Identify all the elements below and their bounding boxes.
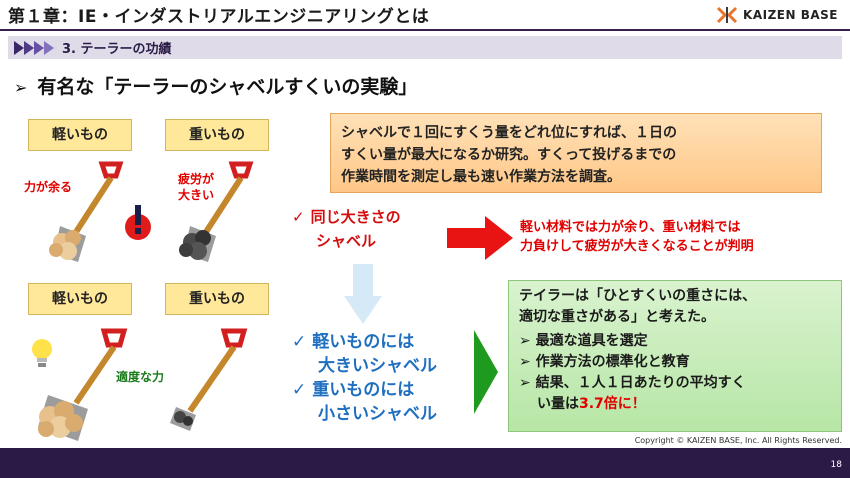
description-line-2: すくい量が最大になるか研究。すくって投げるまでの	[341, 147, 677, 163]
experiment-description: シャベルで１回にすくう量をどれ位にすれば、１日の すくい量が最大になるか研究。す…	[330, 113, 822, 193]
section-bar	[8, 36, 842, 59]
description-line-3: 作業時間を測定し最も速い作業方法を調査。	[341, 169, 621, 185]
finding-line2: 力負けして疲労が大きくなることが判明	[520, 239, 754, 254]
note-fatigue-line1: 疲労が	[178, 172, 215, 186]
light-item-line2: 大きいシャベル	[318, 356, 437, 376]
shovel-large-icon	[38, 328, 128, 441]
same-size-line2: シャベル	[316, 232, 377, 250]
section-title: 3. テーラーの功績	[62, 42, 172, 57]
tag-heavy-bottom: 重いもの	[165, 283, 269, 315]
kaizen-base-logo: KAIZEN BASE	[716, 6, 838, 24]
note-fatigue-line2: 大きい	[178, 188, 215, 202]
page-number: 18	[830, 460, 842, 470]
tag-light-top: 軽いもの	[28, 119, 132, 151]
shovel-small-icon	[170, 328, 248, 431]
warning-icon	[125, 205, 151, 240]
conclusion-bullet-3: ➢ 結果、１人１日あたりの平均すく	[519, 373, 831, 394]
down-arrow-icon	[344, 264, 382, 324]
description-line-1: シャベルで１回にすくう量をどれ位にすれば、１日の	[341, 125, 677, 141]
finding-line1: 軽い材料では力が余り、重い材料では	[520, 220, 741, 235]
size-by-weight-points: ✓軽いものには 大きいシャベル ✓重いものには 小さいシャベル	[292, 330, 437, 426]
result-prefix: 結果、１人１日あたりの平均すく	[535, 375, 746, 391]
main-heading-text: 有名な「テーラーのシャベルすくいの実験」	[37, 76, 418, 98]
copyright-notice: Copyright © KAIZEN BASE, Inc. All Rights…	[634, 436, 842, 445]
finding-text: 軽い材料では力が余り、重い材料では 力負けして疲労が大きくなることが判明	[520, 218, 754, 256]
result-line: い量は3.7倍に！	[519, 394, 831, 415]
bullet-arrow-icon: ➢	[14, 78, 28, 97]
checkmark-icon: ✓	[292, 208, 305, 226]
footer-bar	[0, 448, 850, 478]
bullet-arrow-icon: ➢	[519, 333, 536, 349]
bullet-2-text: 作業方法の標準化と教育	[535, 354, 690, 370]
heavy-item-line2: 小さいシャベル	[318, 404, 437, 424]
result-mid: い量は	[537, 396, 579, 412]
light-bulb-icon	[32, 339, 52, 367]
conclusion-line1: テイラーは「ひとすくいの重さには、	[519, 288, 757, 304]
chevron-arrows-icon	[14, 41, 54, 55]
conclusion-line2: 適切な重さがある」と考えた。	[519, 309, 715, 325]
conclusion-bullet-2: ➢ 作業方法の標準化と教育	[519, 352, 831, 373]
tag-heavy-top: 重いもの	[165, 119, 269, 151]
chapter-title: 第１章：IE・インダストリアルエンジニアリングとは	[8, 7, 430, 27]
bullet-1-text: 最適な道具を選定	[535, 333, 648, 349]
shovel-heavy-load-icon	[179, 161, 254, 262]
note-fatigue: 疲労が 大きい	[178, 171, 214, 203]
conclusion-box: テイラーは「ひとすくいの重さには、 適切な重さがある」と考えた。 ➢ 最適な道具…	[508, 280, 842, 432]
same-size-shovel-point: ✓ 同じ大きさの シャベル	[292, 205, 401, 253]
kaizen-logo-icon	[716, 6, 738, 24]
light-item-line1: 軽いものには	[312, 332, 415, 352]
conclusion-bullet-1: ➢ 最適な道具を選定	[519, 331, 831, 352]
logo-text: KAIZEN BASE	[743, 8, 838, 22]
checkmark-icon: ✓	[292, 332, 307, 352]
main-heading: ➢ 有名な「テーラーのシャベルすくいの実験」	[14, 72, 417, 99]
tag-light-bottom: 軽いもの	[28, 283, 132, 315]
bullet-arrow-icon: ➢	[519, 375, 536, 391]
header-divider	[0, 29, 850, 31]
note-moderate-power: 適度な力	[116, 370, 165, 384]
heavy-item-line1: 重いものには	[312, 380, 415, 400]
same-size-line1: 同じ大きさの	[310, 208, 401, 226]
bullet-arrow-icon: ➢	[519, 354, 536, 370]
note-surplus-power: 力が余る	[24, 180, 73, 194]
shovel-light-load-icon	[49, 161, 124, 262]
right-arrow-icon	[447, 216, 513, 260]
green-arrow-icon	[474, 330, 498, 414]
result-highlight: 3.7倍に！	[579, 396, 646, 412]
checkmark-icon: ✓	[292, 380, 307, 400]
